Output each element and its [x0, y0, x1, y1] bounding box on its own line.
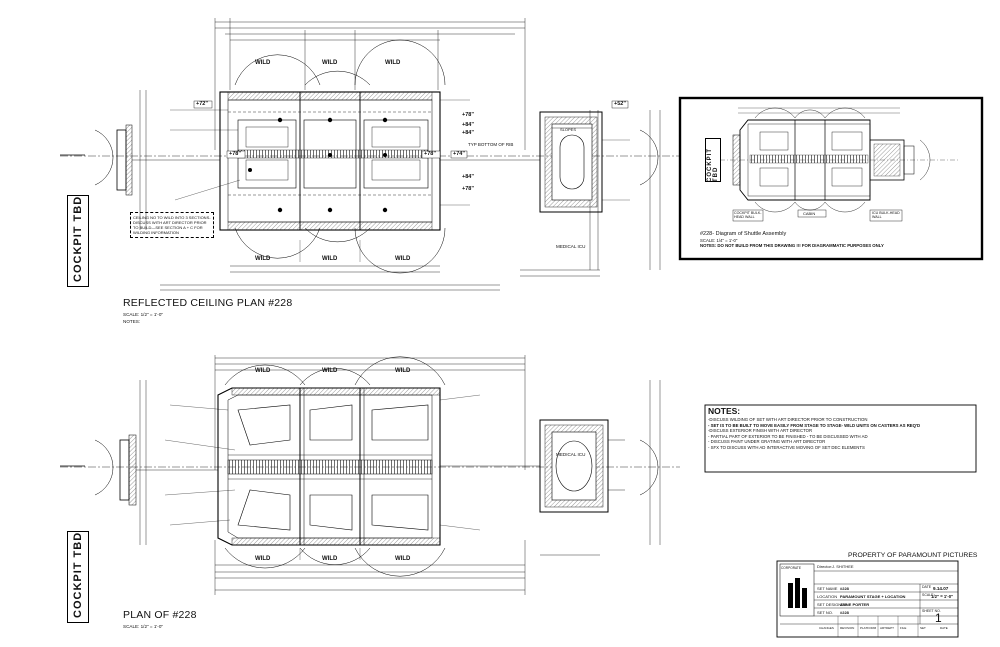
height-tag: +78"	[229, 151, 241, 157]
title-block-frame	[776, 560, 959, 638]
location-value: PARAMOUNT STAGE + LOCATION	[840, 594, 906, 599]
plan-leaders	[164, 394, 481, 560]
wild-tag: WILD	[255, 556, 271, 562]
inset-scale: SCALE: 1/4" = 1'-0"	[700, 238, 738, 243]
director-value: J. SHITHEE	[832, 564, 854, 569]
sheet-value: 1	[935, 611, 942, 625]
wild-tag: WILD	[385, 60, 401, 66]
director-label: Director:	[817, 564, 833, 569]
note-line: - SFX TO DISCUSS WITH AD INTERACTIVE MOV…	[708, 444, 865, 450]
scale-label: SCALE	[922, 593, 934, 597]
corporate-logo-mark	[788, 578, 807, 608]
rcp-notes-label: NOTES:	[123, 319, 141, 324]
inset-note: NOTES: DO NOT BUILD FROM THIS DRAWING !!…	[700, 243, 884, 248]
wild-tag: WILD	[255, 256, 271, 262]
logo-text: CORPORATE	[781, 566, 801, 570]
plan-hull	[217, 387, 441, 546]
plan-dimensions	[139, 355, 661, 595]
cockpit-box-top: COCKPIT TBD	[67, 195, 89, 287]
note-line: - SET IS TO BE BUILT TO MOVE EASILY FROM…	[708, 422, 921, 428]
notes-list: -DISCUSS WILDING OF SET WITH ART DIRECTO…	[708, 417, 973, 451]
date-label: DATE	[922, 585, 932, 589]
rcp-dimensions	[139, 18, 661, 291]
cockpit-box-bottom: COCKPIT TBD	[67, 531, 89, 623]
wild-tag: WILD	[322, 556, 338, 562]
set-name-label: SET NAME	[817, 586, 838, 591]
wild-tag: WILD	[395, 256, 411, 262]
rcp-wild-arcs	[94, 39, 659, 274]
wild-tag: WILD	[322, 60, 338, 66]
height-tag: +52"	[614, 101, 626, 107]
scale-value: 1/2" = 1'-0"	[931, 594, 954, 599]
location-label: LOCATION	[817, 594, 838, 599]
inset-label: ICU BULK-HEAD WALL	[872, 211, 900, 220]
set-no-label: SET NO.	[817, 610, 833, 615]
inset-label: COCKPIT BULK-HEAD WALL	[734, 211, 762, 220]
notes-title: NOTES:	[708, 406, 741, 416]
rcp-hull	[219, 91, 441, 231]
inset-frame	[678, 96, 984, 261]
plan-title: PLAN OF #228	[123, 609, 197, 621]
medical-icu-label: MEDICAL ICU	[556, 244, 586, 249]
cockpit-label-bottom: COCKPIT TBD	[72, 531, 84, 618]
plan-cockpit-wall	[119, 434, 218, 506]
height-tag: +84"	[462, 174, 474, 180]
plan-scale: SCALE: 1/2" = 1'-0"	[123, 624, 164, 629]
typ-bottom-rib: TYP BOTTOM OF RIB	[468, 142, 514, 147]
date-value: 9.14.07	[933, 586, 949, 591]
plan-wild-arcs	[94, 356, 659, 577]
revision-cell: PLATFORM	[860, 626, 877, 630]
height-tag: +78"	[462, 186, 474, 192]
rcp-icu	[440, 111, 603, 213]
set-no-value: #228	[840, 610, 849, 615]
revision-cell: FILE	[900, 626, 907, 630]
revision-cell: ARTDEPT	[880, 626, 894, 630]
property-line: PROPERTY OF PARAMOUNT PICTURES	[848, 552, 978, 559]
rcp-scale: SCALE: 1/2" = 1'-0"	[123, 312, 164, 317]
note-line: - PARTIAL PART OF EXTERIOR TO BE FINISHE…	[708, 433, 868, 439]
inset-cockpit-label: COCKPIT TBD	[707, 148, 719, 182]
inset-caption: #228- Diagram of Shuttle Assembly	[700, 231, 787, 237]
height-tag: +78"	[462, 112, 474, 118]
slopes-label: SLOPES	[560, 127, 577, 132]
wild-tag: WILD	[322, 256, 338, 262]
inset-drawing	[720, 107, 960, 222]
wild-tag: WILD	[255, 60, 271, 66]
revision-cell: REVISION	[840, 626, 855, 630]
height-tag: +84"	[462, 130, 474, 136]
rcp-leaders	[170, 99, 630, 262]
set-designer-value: ANNE PORTER	[840, 602, 870, 607]
wild-tag: WILD	[395, 368, 411, 374]
wild-tag: WILD	[255, 368, 271, 374]
notes-frame	[704, 404, 977, 473]
height-tag: +78"	[424, 151, 436, 157]
note-line: -DISCUSS EXTERIOR FINISH WITH ART DIRECT…	[708, 428, 813, 434]
ceiling-wild-note: CEILING NO TO WILD INTO 3 SECTIONS- DISC…	[130, 212, 214, 238]
sheet-label: SHEET NO.	[922, 609, 941, 613]
inset-label: CABIN	[803, 211, 816, 216]
medical-icu-label-plan: MEDICAL ICU	[556, 452, 586, 457]
wild-tag: WILD	[395, 556, 411, 562]
note-line: - DISCUSS PAINT UNDER GRATING WITH ART D…	[708, 439, 826, 445]
revision-cell: CHANGES	[819, 626, 834, 630]
set-designer-label: SET DESIGNER	[817, 602, 847, 607]
revision-cell: SET	[920, 626, 926, 630]
set-name-value: #228	[840, 586, 849, 591]
height-tag: +72"	[196, 101, 208, 107]
plan-icu	[440, 419, 625, 513]
rcp-height-tags	[193, 100, 629, 159]
cockpit-label-top: COCKPIT TBD	[72, 195, 84, 282]
height-tag: +84"	[462, 122, 474, 128]
rcp-lights	[248, 117, 388, 213]
rcp-title: REFLECTED CEILING PLAN #228	[123, 297, 293, 309]
inset-cockpit-box: COCKPIT TBD	[705, 138, 721, 182]
wild-tag: WILD	[322, 368, 338, 374]
note-line: -DISCUSS WILDING OF SET WITH ART DIRECTO…	[708, 417, 868, 422]
revision-cell: DATE	[940, 626, 948, 630]
rcp-cockpit-wall	[116, 124, 220, 196]
height-tag: +74"	[453, 151, 465, 157]
